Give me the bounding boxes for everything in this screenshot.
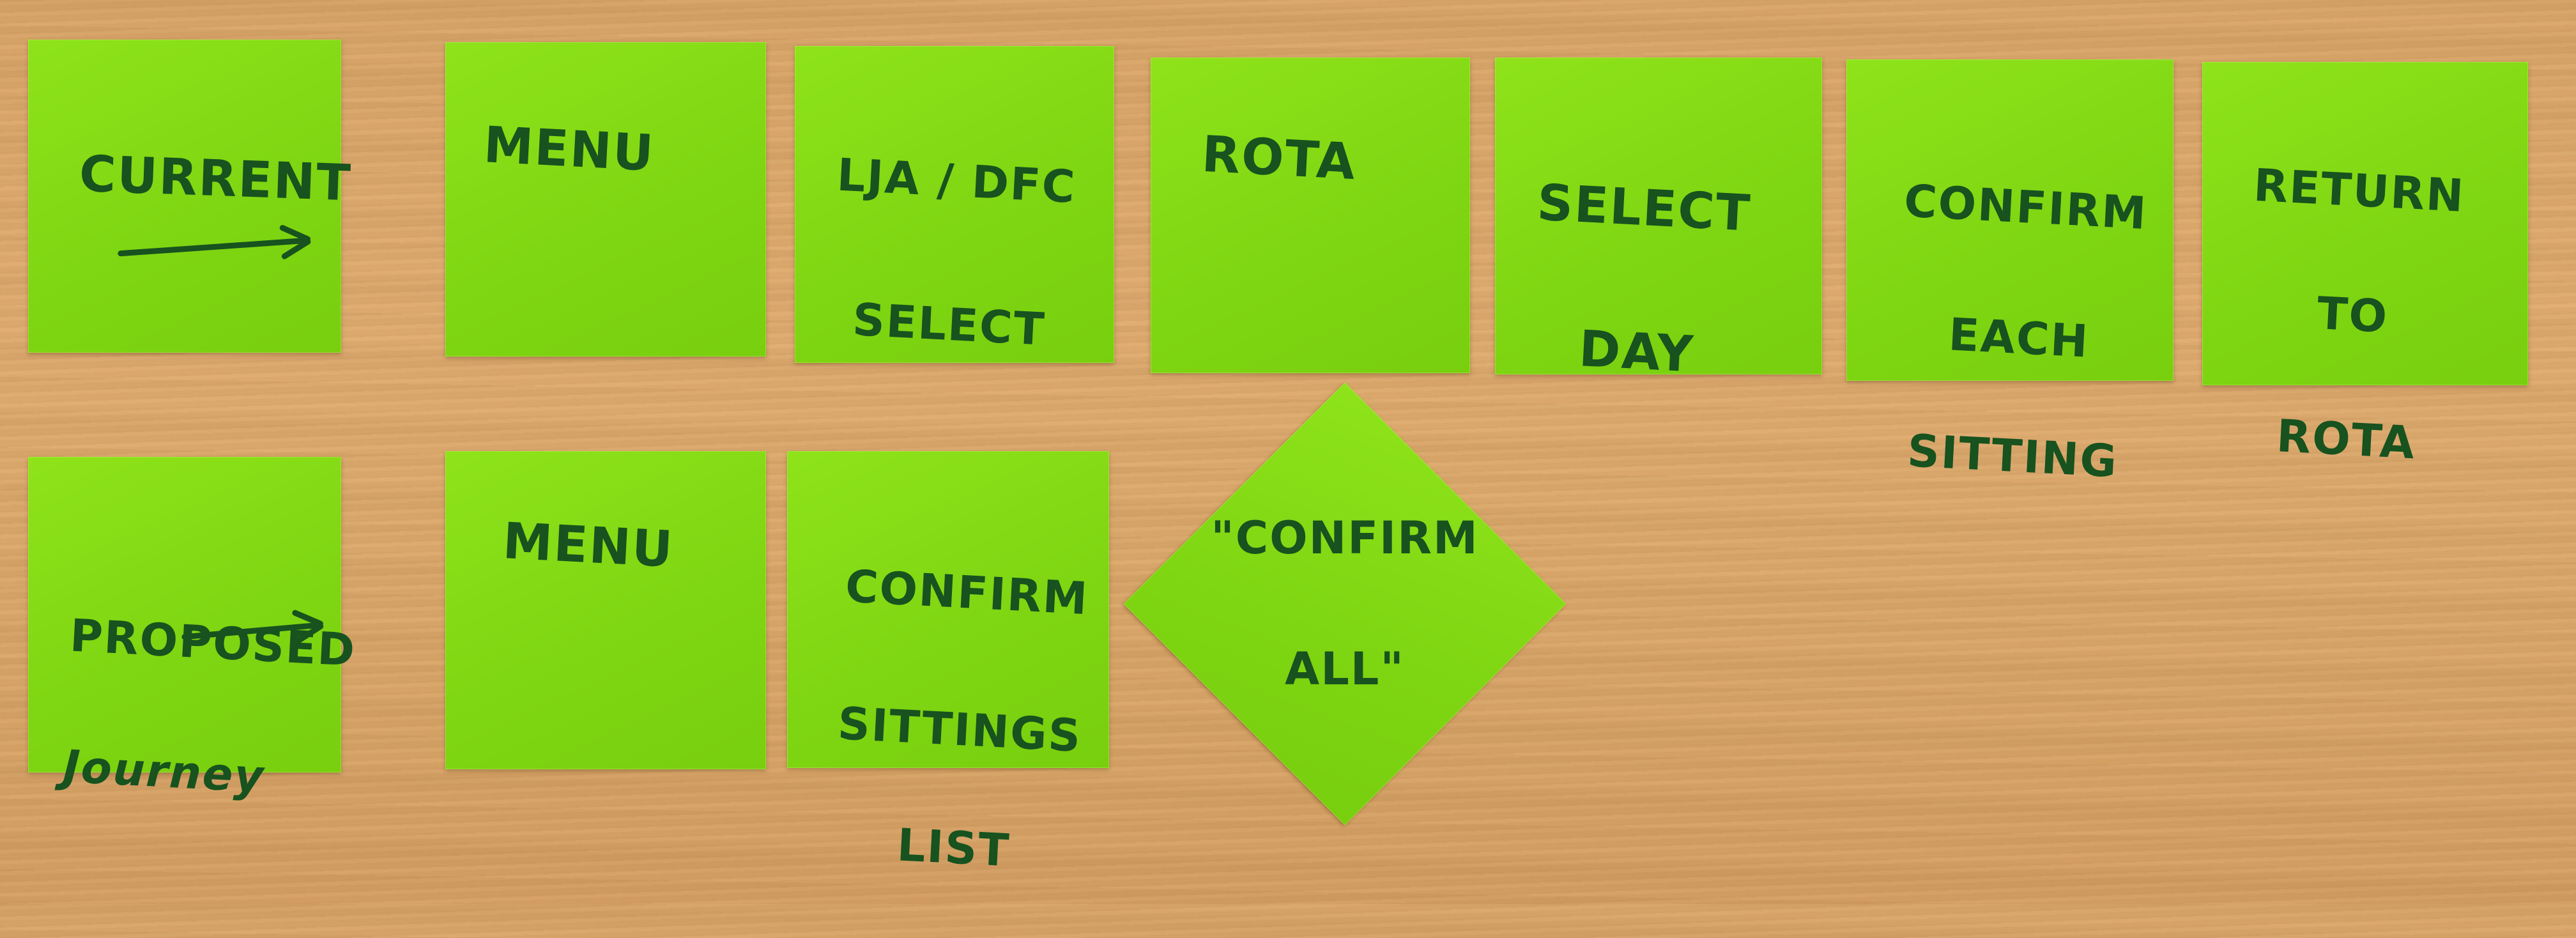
note-label-rota: Rota <box>1200 125 1358 192</box>
sticky-note-confirm-each-sitting: Confirm each sitting <box>1846 59 2174 488</box>
sticky-note-return-to-rota: Return to Rota <box>2202 62 2528 469</box>
note-label-confirm-sittings-list: Confirm Sittings List <box>836 559 1090 877</box>
sticky-note-menu: Menu <box>445 42 766 357</box>
note-label-confirm-each: Confirm each sitting <box>1903 174 2149 488</box>
note-label-confirm-all: "Confirm All" <box>1211 511 1479 695</box>
sticky-note-rota: Rota <box>1151 58 1470 373</box>
note-label-proposed-journey: Proposed Journey <box>61 608 358 803</box>
note-label-return-to-rota: Return to Rota <box>2252 158 2466 469</box>
note-label-lja-dfc: LJA / DFC Select <box>836 148 1078 356</box>
note-label-menu: Menu <box>482 116 656 183</box>
note-label-current: Current <box>78 145 353 213</box>
note-label-menu: Menu <box>501 512 675 579</box>
sticky-note-lja-dfc-select: LJA / DFC Select <box>795 46 1114 363</box>
sticky-note-confirm-all: "Confirm All" <box>1123 382 1567 826</box>
sticky-note-proposed-journey: Proposed Journey <box>28 457 357 803</box>
sticky-note-menu: Menu <box>445 451 766 769</box>
right-arrow-icon <box>118 224 312 261</box>
sticky-note-confirm-sittings-list: Confirm Sittings List <box>787 451 1109 877</box>
sticky-note-current: Current <box>28 40 353 353</box>
sticky-note-select-day: Select Day <box>1495 58 1822 383</box>
note-label-select-day: Select Day <box>1535 173 1752 383</box>
